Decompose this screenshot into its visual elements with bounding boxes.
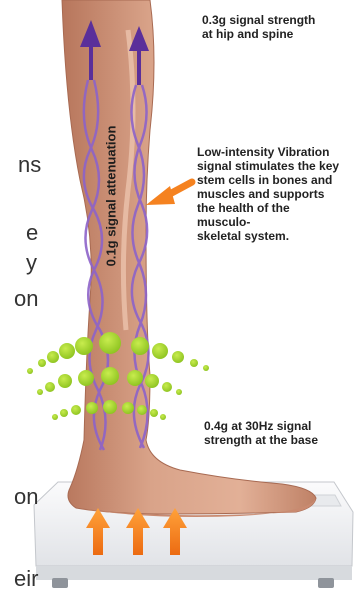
middle-annotation-line: the health of the — [197, 201, 361, 215]
bottom-annotation-line: strength at the base — [204, 433, 354, 447]
text-fragment: y — [26, 250, 37, 276]
text-fragment: ns — [18, 152, 41, 178]
bottom-annotation: 0.4g at 30Hz signal strength at the base — [204, 419, 354, 447]
middle-annotation-line: musculo- — [197, 215, 361, 229]
orange-pointer-arrow-icon — [146, 182, 192, 205]
text-fragment: e — [26, 220, 38, 246]
bottom-annotation-line: 0.4g at 30Hz signal — [204, 419, 354, 433]
middle-annotation-line: muscles and supports — [197, 187, 361, 201]
text-fragment: eir — [14, 566, 38, 592]
top-annotation: 0.3g signal strength at hip and spine — [202, 13, 360, 41]
middle-annotation: Low-intensity Vibration signal stimulate… — [197, 145, 361, 243]
attenuation-label-text: 0.1g signal attenuation — [104, 126, 119, 267]
text-fragment: on — [14, 286, 38, 312]
top-annotation-line: 0.3g signal strength — [202, 13, 360, 27]
middle-annotation-line: skeletal system. — [197, 229, 361, 243]
top-annotation-line: at hip and spine — [202, 27, 360, 41]
text-fragment: on — [14, 484, 38, 510]
middle-annotation-line: signal stimulates the key — [197, 159, 361, 173]
middle-annotation-line: stem cells in bones and — [197, 173, 361, 187]
middle-annotation-line: Low-intensity Vibration — [197, 145, 361, 159]
